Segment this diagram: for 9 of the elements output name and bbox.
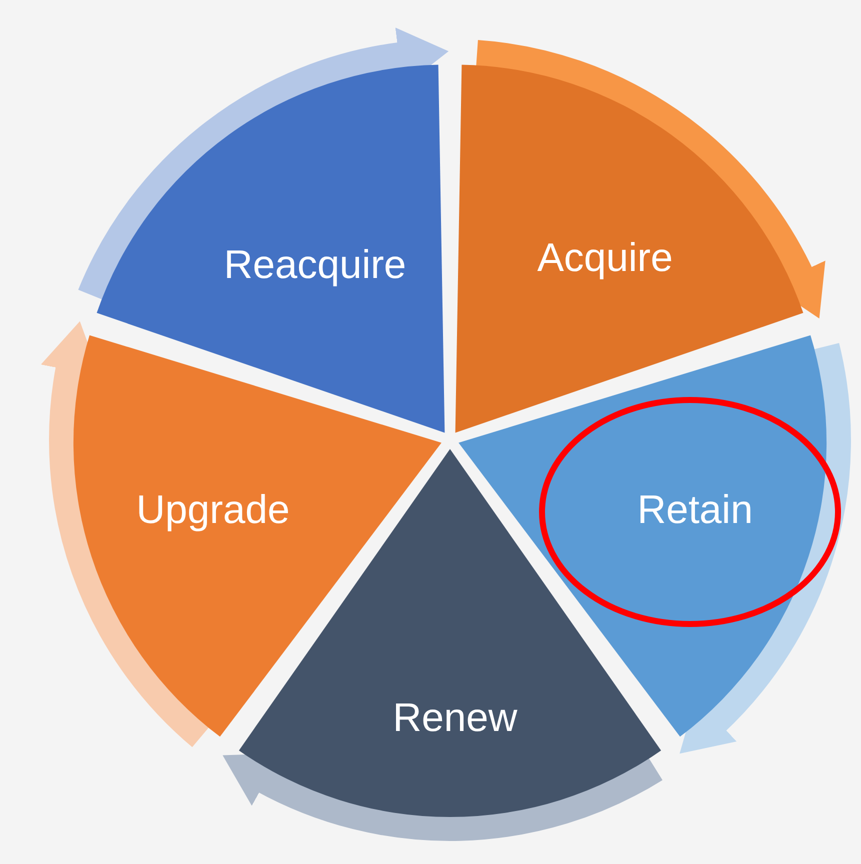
cycle-arrow	[475, 40, 824, 318]
segment-label: Reacquire	[224, 245, 406, 285]
cycle-arrow	[78, 28, 448, 302]
segment-label: Acquire	[537, 238, 673, 278]
segment-label: Upgrade	[136, 490, 290, 530]
segment-label: Renew	[392, 698, 518, 738]
segment-label: Retain	[637, 490, 753, 530]
cycle-arrow	[221, 752, 662, 841]
cycle-arrow	[682, 344, 851, 756]
